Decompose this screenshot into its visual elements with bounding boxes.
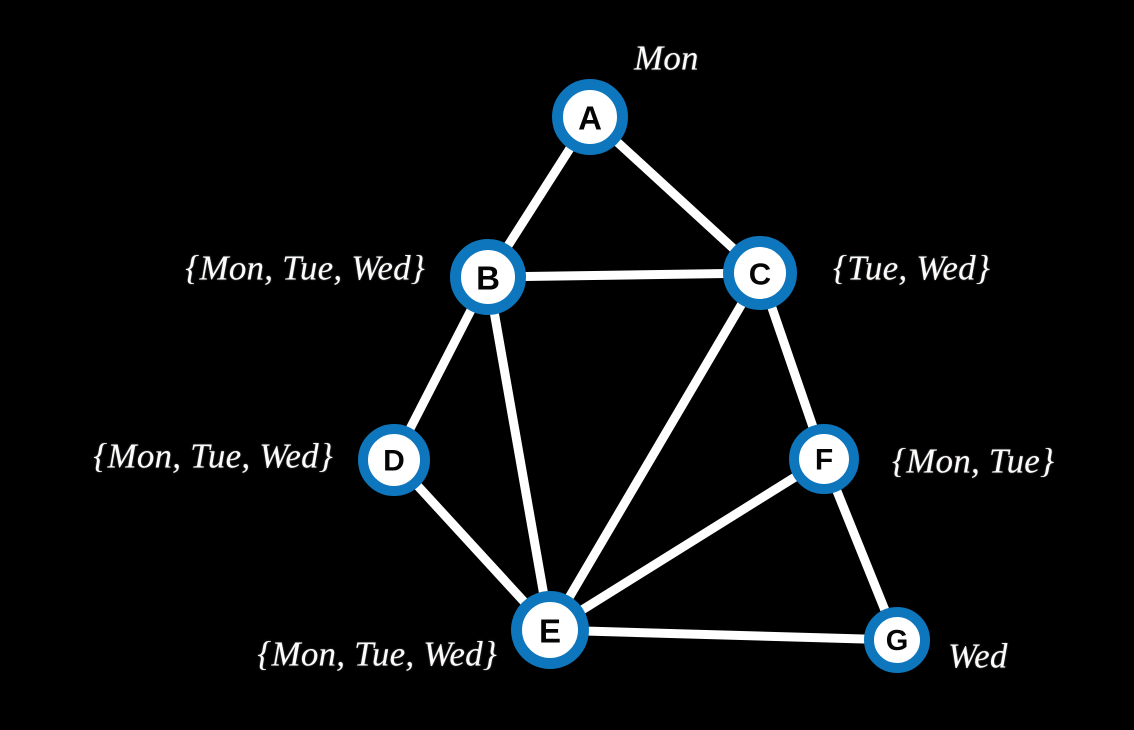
node-layer: A B C D E F G	[358, 79, 930, 673]
node-circle-e	[511, 591, 589, 669]
domain-label-a: Mon	[634, 38, 699, 78]
node-circle-b	[450, 239, 526, 315]
domain-label-c: {Tue, Wed}	[833, 248, 991, 288]
node-label-d: D	[383, 445, 405, 478]
graph-node-d[interactable]: D	[358, 424, 430, 496]
graph-edge-c-e	[545, 268, 765, 635]
graph-node-c[interactable]: C	[723, 236, 797, 310]
node-circle-d	[358, 424, 430, 496]
node-label-e: E	[539, 613, 561, 650]
graph-node-b[interactable]: B	[450, 239, 526, 315]
node-circle-c	[723, 236, 797, 310]
graph-edge-b-e	[483, 272, 555, 635]
domain-label-f: {Mon, Tue}	[892, 441, 1055, 481]
node-label-b: B	[476, 260, 500, 297]
node-circle-g	[864, 607, 930, 673]
node-circle-f	[789, 424, 859, 494]
node-label-a: A	[578, 100, 602, 137]
domain-label-b: {Mon, Tue, Wed}	[185, 248, 425, 288]
graph-edge-e-f	[545, 454, 829, 635]
graph-node-a[interactable]: A	[552, 79, 628, 155]
node-circle-a	[552, 79, 628, 155]
graph-edge-b-c	[483, 268, 765, 282]
graph-node-e[interactable]: E	[511, 591, 589, 669]
graph-edge-e-g	[545, 625, 902, 645]
node-label-c: C	[749, 257, 771, 292]
graph-node-g[interactable]: G	[864, 607, 930, 673]
node-label-f: F	[815, 444, 833, 477]
graph-edge-a-c	[585, 112, 765, 278]
domain-label-g: Wed	[948, 636, 1008, 676]
edge-layer	[389, 112, 902, 645]
domain-label-d: {Mon, Tue, Wed}	[93, 436, 333, 476]
graph-node-f[interactable]: F	[789, 424, 859, 494]
node-label-g: G	[886, 625, 909, 657]
domain-label-e: {Mon, Tue, Wed}	[257, 634, 497, 674]
